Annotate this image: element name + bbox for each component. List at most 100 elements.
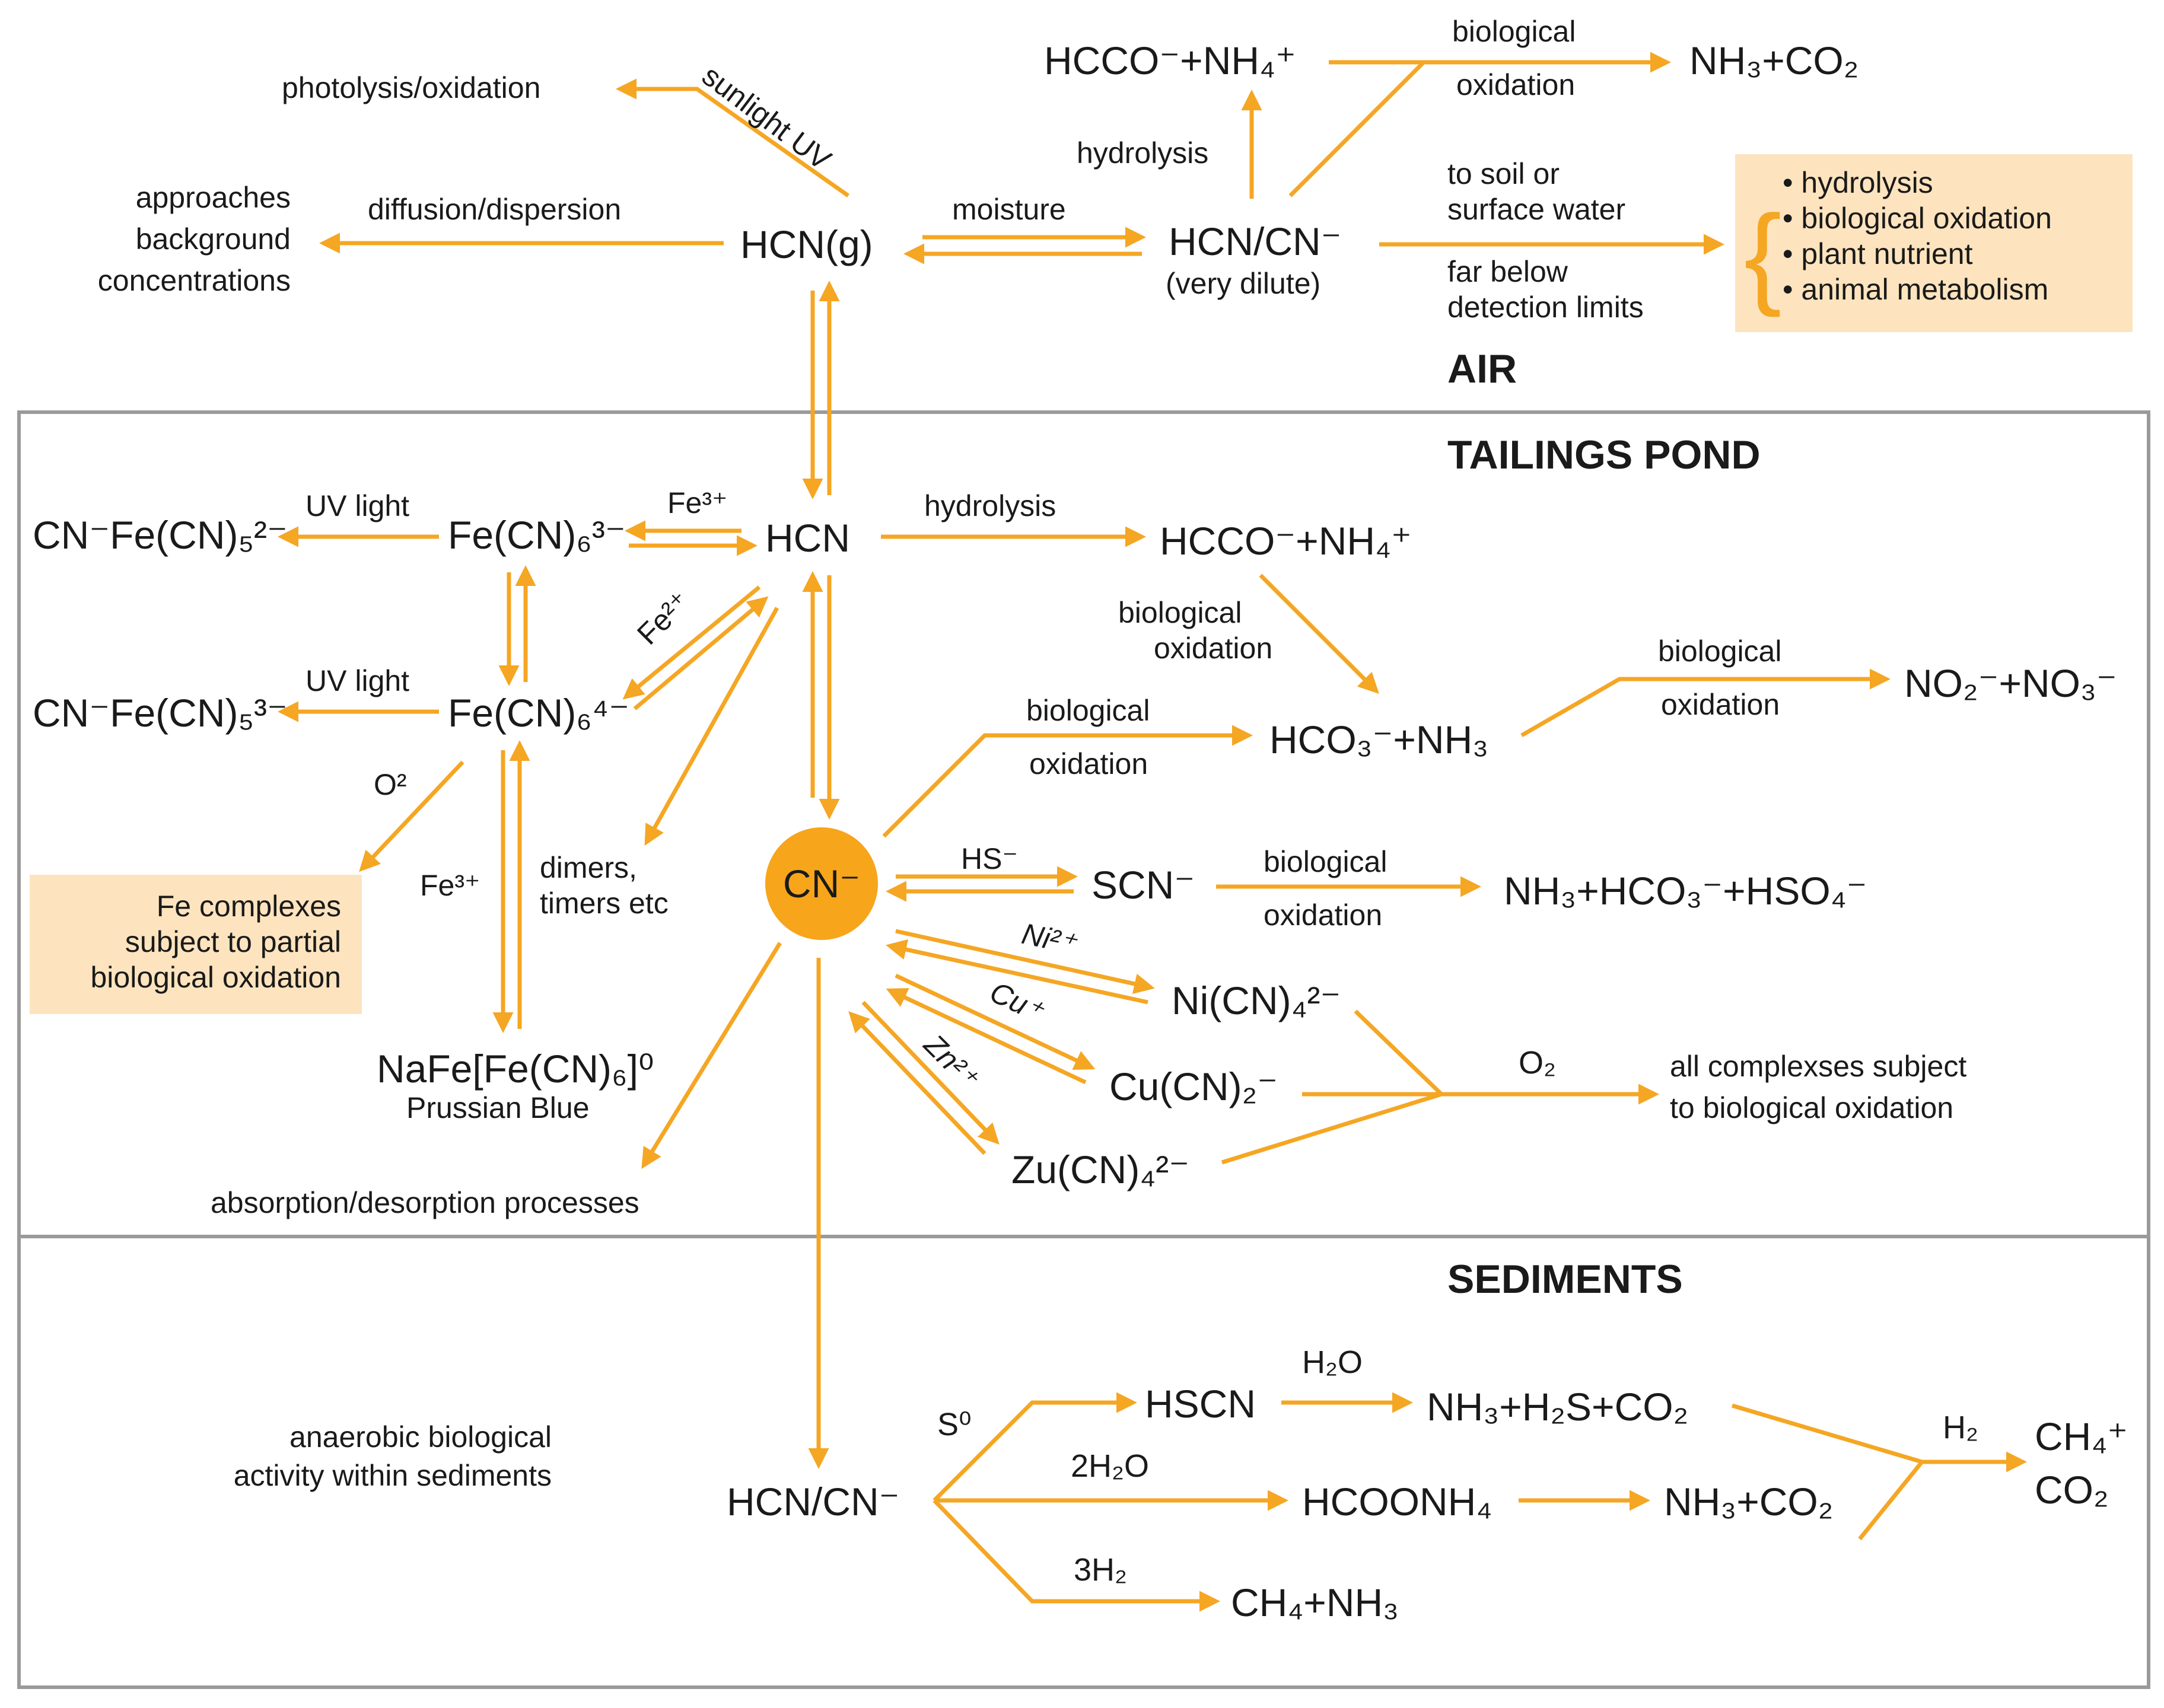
hs-label: HS⁻ [961, 842, 1018, 875]
fecn6-4-to-hcn-arrow [633, 596, 769, 710]
fate-item-2: • biological oxidation [1783, 202, 2052, 235]
bio-ox-b-2: oxidation [1661, 688, 1780, 721]
ni-arrow-back [886, 939, 1148, 1005]
cucn2: Cu(CN)₂⁻ [1109, 1065, 1278, 1108]
sediments-header: SEDIMENTS [1447, 1257, 1683, 1302]
bio-ox-b-1: biological [1658, 635, 1781, 668]
absorption-arrow [641, 942, 782, 1169]
air-hcco-nh4: HCCO⁻+NH₄⁺ [1044, 39, 1296, 82]
pond-hcco-nh4: HCCO⁻+NH₄⁺ [1160, 519, 1412, 563]
fecn6-3: Fe(CN)₆³⁻ [448, 513, 626, 557]
fe-complexes-box [30, 875, 362, 1014]
soil-water-line-1: to soil or [1447, 157, 1560, 190]
s0-label: S⁰ [937, 1407, 972, 1442]
sed-hcn-cn: HCN/CN⁻ [727, 1480, 900, 1524]
bio-ox-c-2: oxidation [1029, 747, 1148, 780]
cn-bio-ox-arrow [882, 725, 1253, 838]
bio-ox-a-2: oxidation [1154, 632, 1272, 665]
cnfe-2: CN⁻Fe(CN)₅²⁻ [33, 513, 288, 557]
prussian-name: Prussian Blue [406, 1091, 590, 1124]
nh3-h2s-co2: NH₃+H₂S+CO₂ [1427, 1385, 1688, 1429]
hcn-to-fecn6-4-arrow [622, 585, 761, 700]
hcn-gas: HCN(g) [740, 222, 873, 266]
background-line-3: concentrations [98, 264, 291, 297]
fe3-mid-label: Fe³⁺ [420, 869, 480, 902]
nh3-hco3-hso4: NH₃+HCO₃⁻+HSO₄⁻ [1504, 869, 1867, 913]
zucn4: Zu(CN)₄²⁻ [1011, 1148, 1189, 1191]
pond-hcn: HCN [765, 516, 850, 560]
all-complexes-line-2: to biological oxidation [1670, 1091, 1953, 1124]
photolysis-label: photolysis/oxidation [282, 71, 540, 104]
h2-3-arrow [933, 1499, 1220, 1612]
photolysis-arrow [616, 78, 850, 197]
ni-label: Ni²⁺ [1019, 917, 1080, 961]
h2o-2-label: 2H₂O [1071, 1448, 1149, 1484]
bio-ox-c-1: biological [1026, 694, 1150, 727]
air-bio-label-2: oxidation [1456, 68, 1575, 101]
cnfe-3: CN⁻Fe(CN)₅³⁻ [33, 691, 288, 735]
h2o-label: H₂O [1302, 1344, 1363, 1380]
fe3-top-label: Fe³⁺ [667, 486, 727, 520]
dimers-line-2: timers etc [540, 887, 669, 920]
fe-complexes-line-3: biological oxidation [90, 961, 341, 994]
o2-label: O² [374, 768, 407, 801]
sed-hscn: HSCN [1145, 1382, 1256, 1426]
pond-no2-no3: NO₂⁻+NO₃⁻ [1904, 661, 2117, 705]
bio-ox-d-1: biological [1264, 845, 1387, 878]
air-nh3-co2: NH₃+CO₂ [1689, 39, 1859, 82]
pond-scn: SCN⁻ [1091, 863, 1195, 907]
cu-arrow-back [886, 988, 1087, 1085]
air-hcn-cn: HCN/CN⁻ [1169, 219, 1342, 263]
all-complexes-line-1: all complexses subject [1670, 1050, 1966, 1083]
hco3-bio-ox-arrow [1520, 668, 1891, 738]
cn-node-label: CN⁻ [783, 862, 860, 906]
dimers-line-1: dimers, [540, 851, 637, 884]
fate-item-1: • hydrolysis [1783, 166, 1933, 199]
far-below-line-2: detection limits [1447, 291, 1644, 324]
diffusion-label: diffusion/dispersion [368, 193, 621, 226]
o2-sub-label: O₂ [1519, 1045, 1556, 1081]
zn-arrow-back [848, 1011, 986, 1155]
moisture-label: moisture [952, 193, 1066, 226]
co2-product: CO₂ [2035, 1468, 2109, 1512]
background-line-1: approaches [136, 181, 291, 214]
h2-3-label: 3H₂ [1074, 1552, 1127, 1588]
air-fates-box [1735, 154, 2133, 332]
s0-arrow [933, 1392, 1137, 1502]
h2-label: H₂ [1943, 1410, 1978, 1445]
fates-brace-icon: { [1744, 192, 1781, 318]
fate-item-3: • plant nutrient [1783, 237, 1973, 270]
bio-ox-a-1: biological [1118, 596, 1242, 629]
dimers-arrow [644, 607, 779, 846]
hcoonh4: HCOONH₄ [1302, 1480, 1492, 1524]
sediments-box [17, 1235, 2150, 1689]
fe-complexes-line-1: Fe complexes [157, 890, 341, 923]
sediment-arrows [808, 958, 2027, 1612]
background-line-2: background [136, 222, 291, 256]
ni-arrow-fwd [895, 929, 1155, 995]
air-bio-label-1: biological [1452, 15, 1576, 48]
zn-label: Zn²⁺ [918, 1027, 986, 1095]
tailings-header: TAILINGS POND [1447, 432, 1761, 477]
air-arrows [319, 52, 1724, 499]
very-dilute-label: (very dilute) [1166, 267, 1320, 300]
pond-hydrolysis-label: hydrolysis [924, 489, 1056, 522]
uv-light-label-1: UV light [305, 489, 409, 522]
air-header: AIR [1447, 346, 1517, 391]
pond-arrows [278, 520, 1891, 1169]
hcco-bio-ox-arrow [1259, 573, 1379, 694]
sunlight-uv-label: sunlight UV [696, 59, 837, 177]
cu-arrow-fwd [895, 973, 1096, 1070]
absorption-label: absorption/desorption processes [211, 1186, 639, 1219]
prussian-formula: NaFe[Fe(CN)₆]⁰ [377, 1047, 654, 1091]
air-hydrolysis-label: hydrolysis [1077, 136, 1208, 170]
air-join-line [1288, 60, 1429, 197]
ch4-product: CH₄⁺ [2035, 1414, 2128, 1458]
bio-ox-d-2: oxidation [1264, 898, 1382, 932]
fe-complexes-line-2: subject to partial [125, 925, 341, 958]
anaerobic-line-2: activity within sediments [234, 1459, 552, 1492]
cn-node-circle [765, 827, 878, 940]
anaerobic-line-1: anaerobic biological [289, 1420, 552, 1454]
